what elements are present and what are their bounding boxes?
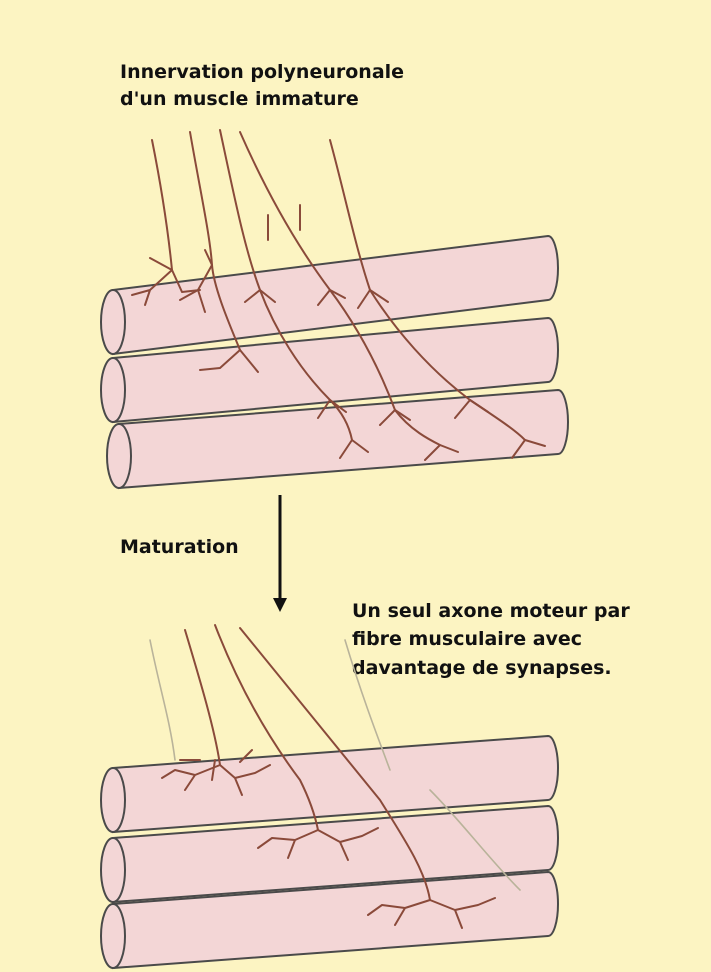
- top-caption-line2: d'un muscle immature: [120, 88, 359, 110]
- top-caption-line1: Innervation polyneuronale: [120, 61, 404, 83]
- maturation-label: Maturation: [120, 536, 239, 558]
- bottom-caption-line1: Un seul axone moteur par: [352, 600, 630, 622]
- bottom-caption-line3: davantage de synapses.: [352, 657, 612, 679]
- bottom-caption-line2: fibre musculaire avec: [352, 628, 582, 650]
